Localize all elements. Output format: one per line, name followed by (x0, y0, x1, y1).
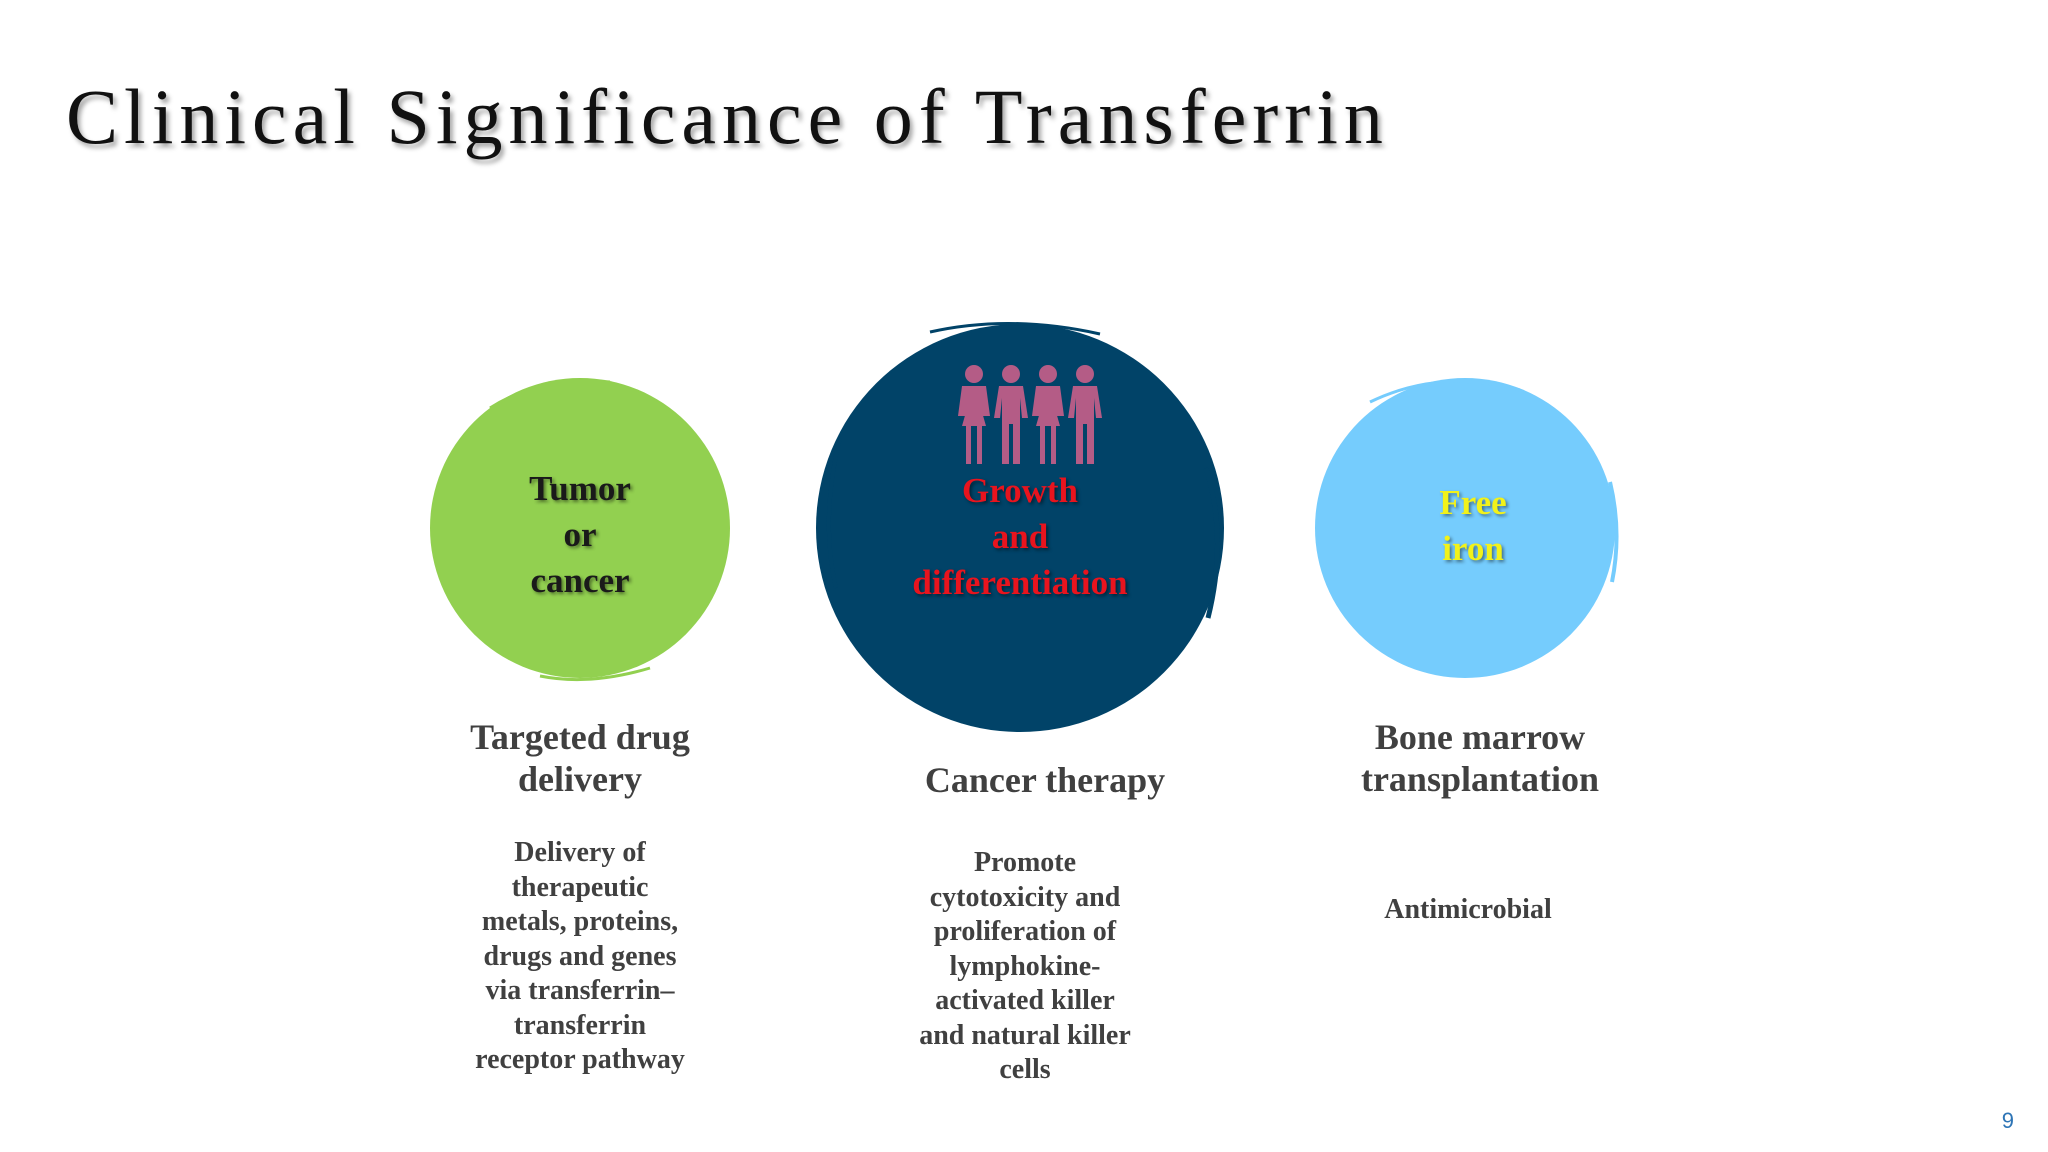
heading-cancer-therapy: Cancer therapy (870, 759, 1220, 801)
green-circle (430, 378, 730, 682)
heading-targeted-drug-delivery: Targeted drug delivery (400, 716, 760, 800)
desc-line: cytotoxicity and (929, 881, 1121, 913)
desc-cancer-therapy: Promote cytotoxicity and proliferation o… (865, 846, 1185, 1088)
circle-label-tumor: Tumor or cancer (480, 466, 680, 604)
desc-line: Antimicrobial (1384, 894, 1552, 925)
page-number: 9 (2001, 1108, 2014, 1133)
heading-line: delivery (518, 759, 642, 799)
desc-line: cells (999, 1054, 1051, 1085)
heading-line: Bone marrow (1374, 717, 1586, 757)
desc-line: receptor pathway (475, 1044, 685, 1075)
desc-antimicrobial: Antimicrobial (1318, 893, 1618, 928)
desc-line: metals, proteins, (481, 906, 679, 937)
circle-label-line: or (563, 515, 597, 554)
heading-line: Cancer therapy (924, 760, 1166, 800)
circle-label-line: Free (1439, 483, 1507, 522)
circle-label-line: Growth (961, 471, 1079, 510)
desc-line: Promote (973, 847, 1077, 878)
circle-label-line: iron (1442, 529, 1504, 568)
slide-title: Clinical Significance of Transferrin (66, 73, 1389, 160)
desc-line: activated killer (935, 985, 1115, 1016)
desc-drug-delivery: Delivery of therapeutic metals, proteins… (420, 836, 740, 1078)
circle-label-free-iron: Free iron (1373, 480, 1573, 572)
desc-line: and natural killer (919, 1019, 1131, 1051)
desc-line: proliferation of (933, 916, 1117, 947)
light-blue-circle (1315, 378, 1619, 678)
desc-line: transferrin (513, 1009, 647, 1041)
desc-line: via transferrin– (485, 975, 675, 1006)
circle-label-line: differentiation (912, 563, 1128, 602)
navy-circle (816, 322, 1224, 732)
heading-line: transplantation (1360, 759, 1600, 799)
heading-line: Targeted drug (470, 717, 690, 757)
desc-line: lymphokine- (949, 950, 1101, 982)
circle-label-growth: Growth and differentiation (870, 468, 1170, 606)
heading-bone-marrow: Bone marrow transplantation (1300, 716, 1660, 800)
desc-line: drugs and genes (483, 940, 677, 972)
desc-line: therapeutic (511, 871, 649, 903)
circle-label-line: and (991, 517, 1049, 556)
circle-label-line: Tumor (529, 469, 631, 508)
people-group-icon (958, 365, 1102, 464)
circle-label-line: cancer (530, 561, 630, 600)
desc-line: Delivery of (514, 837, 646, 868)
